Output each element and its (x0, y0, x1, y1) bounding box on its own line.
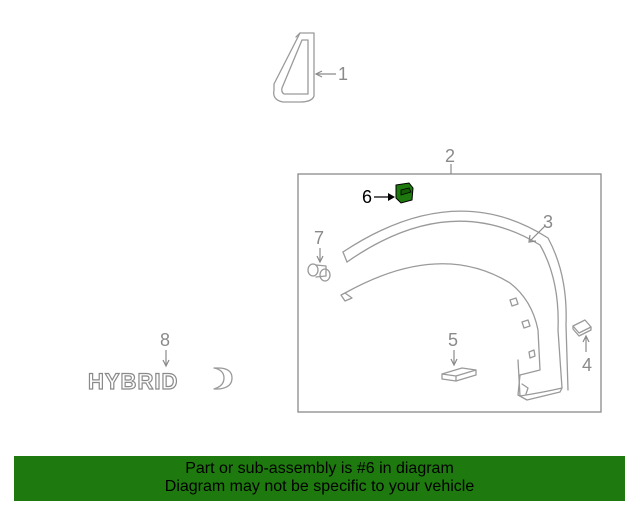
part-3-wheel-arch-molding[interactable] (340, 210, 569, 401)
callout-5[interactable]: 5 (448, 330, 458, 350)
callout-4[interactable]: 4 (582, 355, 592, 375)
part-4-pad[interactable] (572, 319, 592, 337)
part-5-pad[interactable] (441, 367, 477, 382)
callout-2[interactable]: 2 (445, 146, 455, 166)
arrow-1 (314, 70, 323, 78)
banner-line-2: Diagram may not be specific to your vehi… (164, 478, 475, 495)
arrow-5 (450, 358, 458, 367)
part-2-assembly-box[interactable] (297, 173, 602, 413)
callout-3[interactable]: 3 (543, 212, 553, 232)
parts-diagram: 1 2 6 3 7 5 (87, 32, 602, 413)
callout-6[interactable]: 6 (362, 187, 372, 207)
leader-3 (529, 225, 546, 242)
arrow-3 (528, 234, 537, 243)
part-1-garnish[interactable] (273, 32, 315, 103)
callout-7[interactable]: 7 (314, 228, 324, 248)
arrow-8 (162, 359, 170, 368)
part-6-clip-highlighted[interactable] (395, 182, 414, 204)
callout-1[interactable]: 1 (338, 64, 348, 84)
banner-line-1: Part or sub-assembly is #6 in diagram (185, 460, 454, 477)
info-banner: Part or sub-assembly is #6 in diagram Di… (14, 456, 625, 501)
arrow-7 (316, 255, 324, 264)
callout-8[interactable]: 8 (160, 330, 170, 350)
part-8-hybrid-emblem[interactable]: HYBRID (87, 368, 178, 394)
arrow-4 (582, 334, 590, 343)
emblem-swoosh (213, 367, 233, 390)
part-7-push-clip[interactable] (307, 263, 331, 282)
arrow-6 (388, 193, 395, 201)
